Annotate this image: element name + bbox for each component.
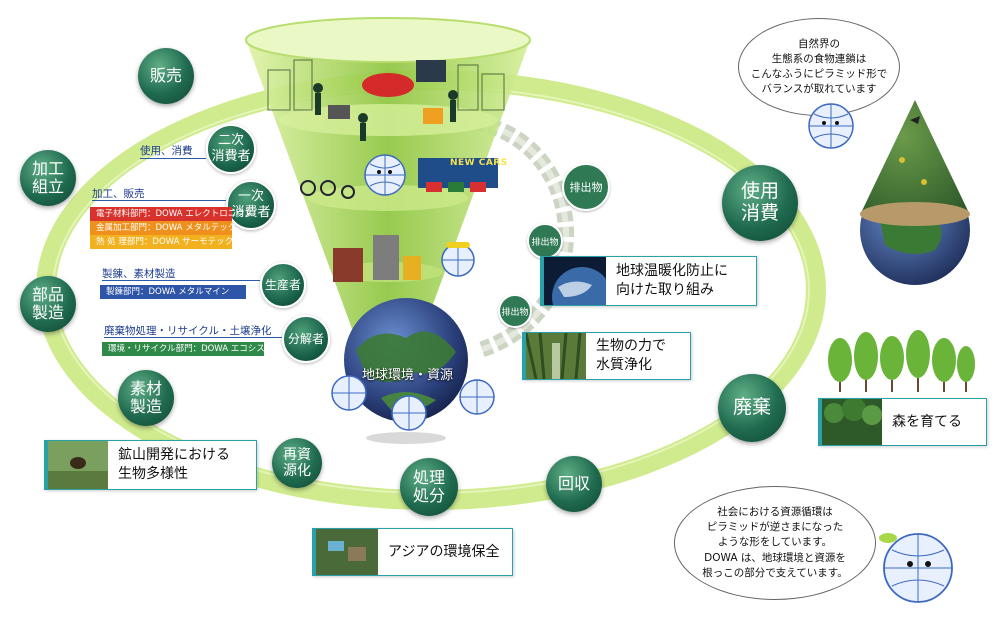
stage-use-consumption: 使用 消費 — [722, 165, 798, 241]
leader-line — [92, 200, 226, 201]
leader-line — [104, 337, 282, 338]
globe-mascot-icon — [391, 395, 427, 431]
discharge-marker: 排出物 — [498, 294, 532, 328]
stage-material-manufacturing: 素材 製造 — [118, 370, 174, 426]
forest-photo-icon — [822, 399, 882, 445]
speech-bubble-nature: 自然界の 生態系の食物連鎖は こんなふうにピラミッド形で バランスが取れています — [738, 18, 900, 116]
level-producer: 生産者 — [260, 262, 306, 308]
wetland-photo-icon — [526, 333, 586, 379]
leader-line — [140, 158, 206, 159]
stage-sales: 販売 — [138, 48, 194, 104]
earth-resources-label: 地球環境・資源 — [362, 368, 454, 383]
globe-mascot-icon — [808, 103, 854, 149]
mine-bird-photo-icon — [48, 441, 108, 489]
globe-mascot-icon — [331, 375, 367, 411]
division-tag-metaltech: 金属加工部門：DOWA メタルテック — [90, 221, 236, 235]
label-processing-sales: 加工、販売 — [92, 188, 145, 200]
food-chain-pyramid — [860, 100, 970, 285]
division-tag-electronics: 電子材料部門：DOWA エレクトロニクス — [90, 207, 253, 221]
label-use-consumption: 使用、消費 — [140, 145, 193, 157]
label-waste-recycling: 廃棄物処理・リサイクル・土壌浄化 — [104, 325, 272, 337]
level-decomposer: 分解者 — [282, 315, 330, 363]
card-mine-biodiversity[interactable]: 鉱山開発における 生物多様性 — [44, 440, 257, 490]
card-asia-environment[interactable]: アジアの環境保全 — [312, 528, 513, 576]
globe-mascot-icon — [441, 242, 475, 277]
card-label: 地球温暖化防止に 向けた取り組み — [616, 263, 728, 298]
landfill-photo-icon — [316, 529, 378, 575]
division-tag-ecosystem: 環境・リサイクル部門：DOWA エコシステム — [102, 342, 282, 356]
forest-trees-icon — [828, 330, 975, 392]
stage-processing-assembly: 加工 組立 — [20, 150, 76, 206]
card-global-warming[interactable]: 地球温暖化防止に 向けた取り組み — [540, 256, 757, 306]
globe-mascot-icon — [459, 379, 495, 415]
earth-photo-icon — [544, 257, 606, 305]
division-tag-metalmine: 製錬部門：DOWA メタルマイン — [100, 285, 246, 299]
card-water-purification[interactable]: 生物の力で 水質浄化 — [522, 332, 691, 380]
earth-globe — [344, 298, 468, 444]
leader-line — [102, 280, 260, 281]
card-label: 鉱山開発における 生物多様性 — [118, 447, 230, 482]
stage-treatment-disposal: 処理 処分 — [400, 458, 458, 516]
recycle-arc — [459, 112, 575, 358]
discharge-marker: 排出物 — [562, 163, 610, 211]
level-secondary-consumer: 二次 消費者 — [206, 124, 256, 174]
speech-bubble-society: 社会における資源循環は ピラミッドが逆さまになった ような形をしています。 DO… — [674, 486, 876, 600]
stage-parts-manufacturing: 部品 製造 — [20, 276, 76, 332]
stage-resource-recycling: 再資 源化 — [272, 438, 322, 488]
new-cars-sign: NEW CARS — [450, 158, 508, 168]
card-forest[interactable]: 森を育てる — [818, 398, 987, 446]
card-label: 生物の力で 水質浄化 — [596, 338, 666, 373]
stage-disposal: 廃棄 — [718, 374, 786, 442]
globe-mascot-icon — [364, 154, 406, 196]
card-label: 森を育てる — [892, 413, 962, 430]
stage-collection: 回収 — [546, 456, 602, 512]
discharge-marker: 排出物 — [527, 223, 563, 259]
globe-mascot-icon — [879, 533, 953, 603]
label-smelting-materials: 製錬、素材製造 — [102, 268, 176, 280]
level-primary-consumer: 一次 消費者 — [226, 180, 276, 230]
card-label: アジアの環境保全 — [388, 543, 500, 560]
division-tag-thermotech: 熱 処 理部門：DOWA サーモテック — [90, 235, 233, 249]
